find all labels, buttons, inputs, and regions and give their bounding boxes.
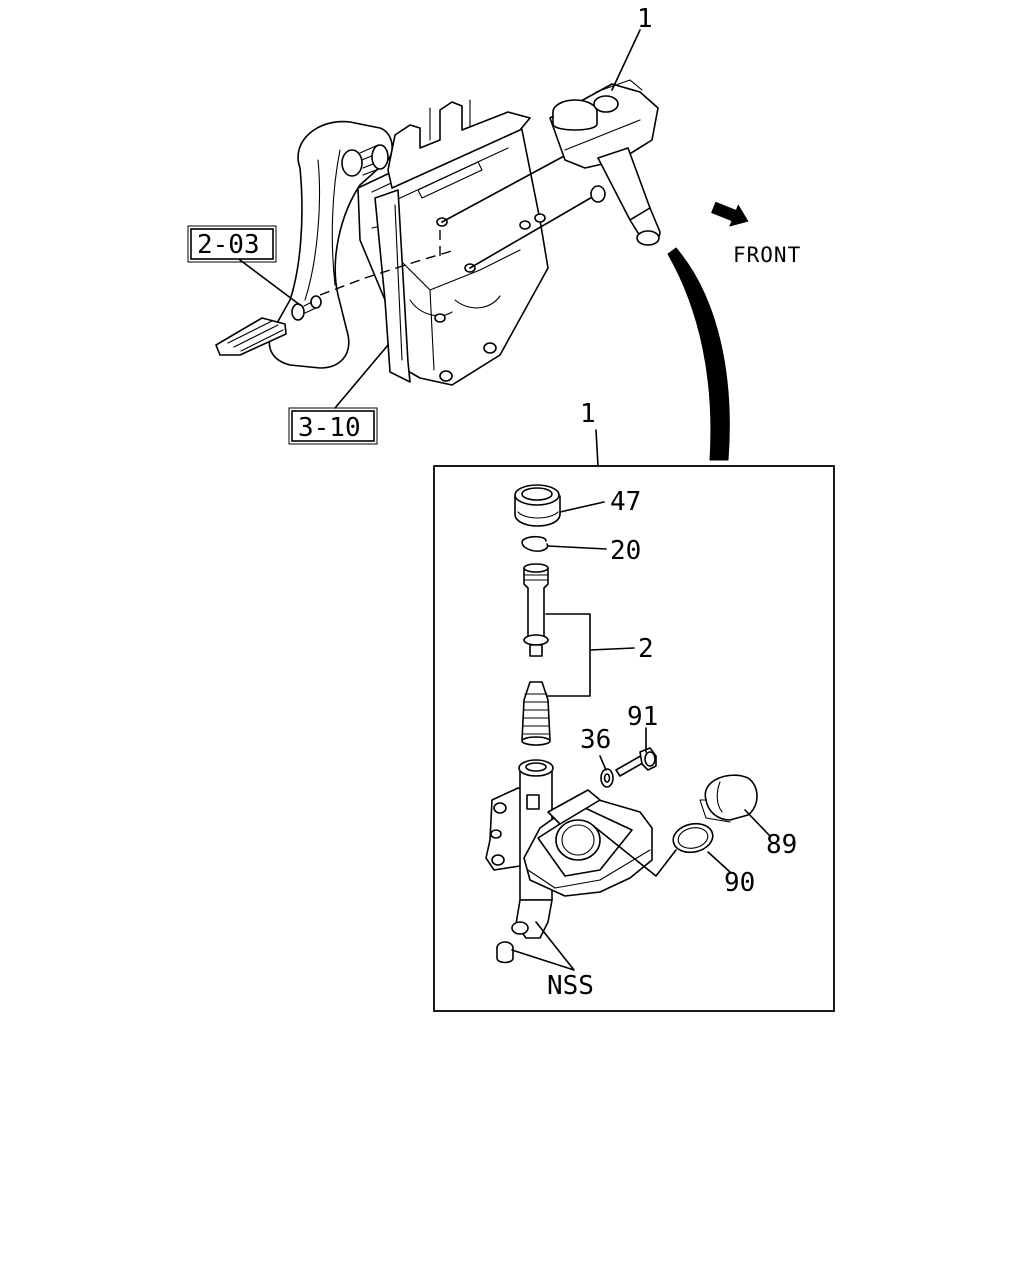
part-91-bolt xyxy=(615,747,657,777)
detail-frame xyxy=(433,465,835,1012)
part-2-piston-cup xyxy=(521,681,551,746)
exploded-parts xyxy=(485,484,771,971)
ref-2-03-label: 2-03 xyxy=(197,230,260,260)
label-box-part-1: 1 xyxy=(580,399,596,429)
label-part-20: 20 xyxy=(610,536,641,566)
label-part-47: 47 xyxy=(610,487,641,517)
part-2-piston-rod xyxy=(523,563,549,657)
label-top-part-1: 1 xyxy=(637,4,653,34)
front-direction-arrow xyxy=(711,201,749,227)
detail-callout-arrow xyxy=(667,247,730,461)
part-89-cap xyxy=(699,774,758,823)
front-label: FRONT xyxy=(733,243,801,267)
label-part-2: 2 xyxy=(638,634,654,664)
label-part-91: 91 xyxy=(627,702,658,732)
part-36-washer xyxy=(600,768,614,788)
cylinder-body-reservoir xyxy=(485,759,653,964)
label-nss: NSS xyxy=(547,971,594,1001)
ref-2-03-callout[interactable]: 2-03 xyxy=(187,225,277,263)
part-47-boot xyxy=(514,484,561,527)
label-part-89: 89 xyxy=(766,830,797,860)
label-part-36: 36 xyxy=(580,725,611,755)
part-20-snap-ring xyxy=(521,535,549,552)
label-part-90: 90 xyxy=(724,868,755,898)
ref-3-10-callout[interactable]: 3-10 xyxy=(288,407,378,445)
part-90-seal xyxy=(672,822,714,854)
ref-3-10-label: 3-10 xyxy=(298,413,361,443)
pedal-bracket-assembly xyxy=(215,29,661,409)
